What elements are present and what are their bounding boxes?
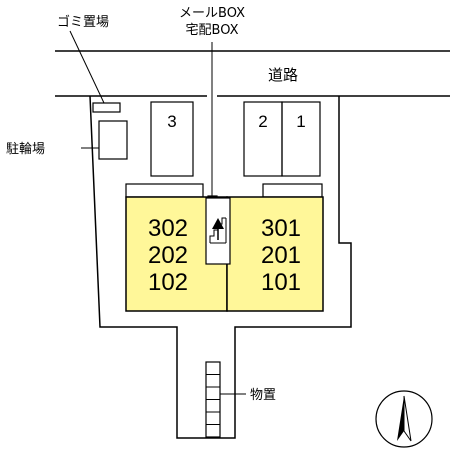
parking-label-3: 3: [167, 112, 176, 131]
balcony-left: [125, 183, 204, 198]
unit-202: 202: [148, 242, 188, 269]
unit-101: 101: [261, 269, 301, 296]
bicycle-label: 駐輪場: [6, 141, 45, 157]
site-boundary: [89, 95, 352, 439]
garbage-leader: [69, 30, 105, 104]
unit-block-right: [226, 196, 324, 312]
balcony-right: [262, 183, 323, 198]
unit-102: 102: [148, 269, 188, 296]
garbage-area: [92, 102, 121, 113]
storage-dividers: [206, 374, 220, 425]
parking-space-3: [150, 101, 194, 177]
unit-302: 302: [148, 215, 188, 242]
parking-label-1: 1: [296, 112, 305, 131]
unit-201: 201: [261, 242, 301, 269]
mailbox-label-line2: 宅配BOX: [186, 23, 239, 38]
storage-label: 物置: [250, 388, 276, 403]
unit-301: 301: [261, 215, 301, 242]
bicycle-parking-area: [98, 120, 128, 160]
road-label: 道路: [268, 66, 298, 84]
parking-space-1: [281, 101, 321, 177]
north-arrow-icon: [375, 390, 433, 448]
mailbox-label-line1: メールBOX: [179, 6, 245, 21]
parking-label-2: 2: [258, 112, 267, 131]
stairs-icon: [209, 217, 227, 244]
garbage-label: ゴミ置場: [57, 14, 109, 30]
